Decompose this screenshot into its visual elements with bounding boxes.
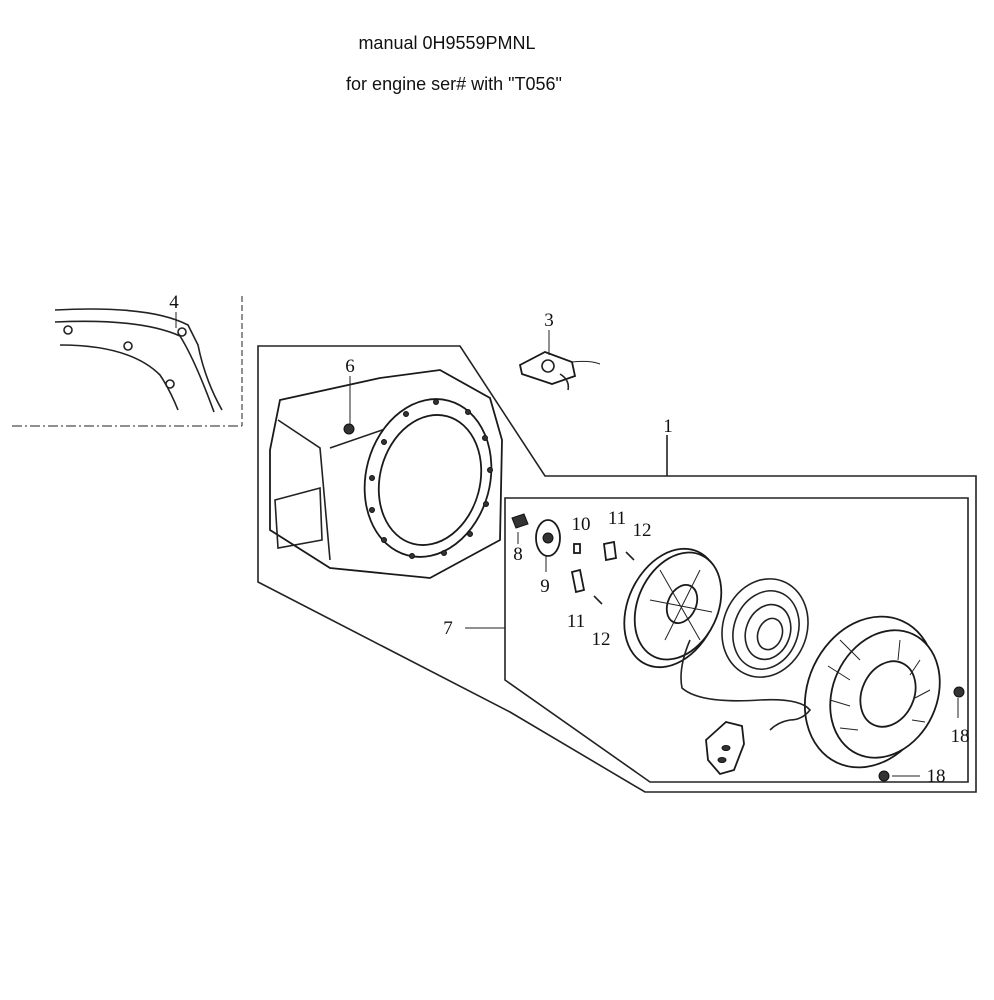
recoil-starter-outline-7 — [504, 497, 969, 783]
recoil-spring — [721, 578, 809, 678]
callout-8: 8 — [513, 544, 523, 565]
callout-9: 9 — [540, 576, 550, 597]
bolt-18-lower — [878, 770, 890, 782]
assembly-outline-1 — [257, 345, 977, 793]
callout-1: 1 — [663, 416, 673, 437]
fan-cover-shroud — [269, 369, 503, 579]
callout-11-upper: 11 — [608, 508, 626, 529]
callout-18-right: 18 — [951, 726, 970, 747]
callout-12-lower: 12 — [592, 629, 611, 650]
leader-lines — [175, 312, 959, 777]
starter-reel-pulley — [623, 547, 723, 669]
callout-12-upper: 12 — [633, 520, 652, 541]
callout-4: 4 — [169, 292, 179, 313]
manual-title: manual 0H9559PMNL — [358, 33, 536, 53]
callout-3: 3 — [544, 310, 554, 331]
callout-11-lower: 11 — [567, 611, 585, 632]
callout-18-bottom: 18 — [927, 766, 946, 787]
starter-case — [803, 615, 941, 769]
callout-10: 10 — [572, 514, 591, 535]
inset-housing-4 — [12, 296, 243, 427]
engine-serial-note: for engine ser# with "T056" — [346, 74, 562, 94]
part-3-switch — [518, 351, 601, 391]
callout-7: 7 — [443, 618, 453, 639]
callout-6: 6 — [345, 356, 355, 377]
bolt-18-upper — [953, 686, 965, 698]
small-parts-group — [511, 513, 635, 605]
starter-rope-handle — [680, 639, 812, 776]
